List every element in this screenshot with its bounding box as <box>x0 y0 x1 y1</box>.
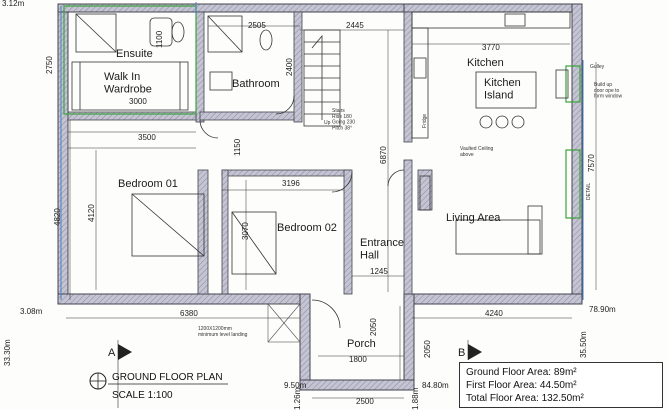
dim-2400: 2400 <box>285 58 294 76</box>
dim-1150: 1150 <box>233 138 242 156</box>
level-3-08m: 3.08m <box>20 307 43 316</box>
section-label-a: A <box>108 347 116 359</box>
floor-area-box: Ground Floor Area: 89m² First Floor Area… <box>459 362 663 408</box>
title-ground-floor-plan: GROUND FLOOR PLAN <box>112 372 223 383</box>
kitchen-fixtures <box>411 11 571 139</box>
bathroom-fixtures <box>207 15 273 91</box>
dim-7570: 7570 <box>587 154 596 172</box>
dimension-lines <box>66 25 597 399</box>
dim-3500: 3500 <box>138 133 156 142</box>
room-label-bathroom: Bathroom <box>232 78 280 90</box>
dim-2050-porch: 2050 <box>369 318 378 336</box>
note-fridge: Fridge <box>422 114 428 128</box>
section-marker-b <box>467 340 482 360</box>
room-label-ensuite: Ensuite <box>116 48 153 60</box>
ensuite-fixtures <box>71 13 189 111</box>
dim-3770: 3770 <box>482 43 500 52</box>
section-label-b: B <box>458 347 465 359</box>
dim-4240: 4240 <box>485 309 503 318</box>
level-35-50m: 35.50m <box>579 331 588 358</box>
level-84-80m: 84.80m <box>422 381 449 390</box>
level-1-88m: 1.88m <box>411 387 420 410</box>
note-up: Up <box>324 120 331 126</box>
dim-2505: 2505 <box>248 21 266 30</box>
highlight-lines <box>60 2 584 300</box>
first-floor-area: First Floor Area: 44.50m² <box>466 380 577 391</box>
dim-1245: 1245 <box>370 267 388 276</box>
dim-4120: 4120 <box>87 204 96 222</box>
level-9-50m: 9.50m <box>284 381 307 390</box>
section-marker-a <box>117 340 132 408</box>
dim-4820: 4820 <box>53 208 62 226</box>
title-block <box>89 372 228 390</box>
outer-walls <box>57 3 583 391</box>
dim-3000: 3000 <box>129 97 147 106</box>
dim-3196: 3196 <box>282 179 300 188</box>
dim-2750: 2750 <box>45 56 54 74</box>
beds <box>131 193 277 275</box>
dim-1800: 1800 <box>349 355 367 364</box>
dim-3070: 3070 <box>241 222 250 240</box>
level-78-90m: 78.90m <box>589 305 616 314</box>
porch-landing <box>267 303 301 343</box>
room-label-kitchen: Kitchen <box>467 57 504 69</box>
doors <box>199 95 405 329</box>
dim-2500: 2500 <box>356 397 374 406</box>
room-label-bedroom-02: Bedroom 02 <box>277 222 337 234</box>
note-detail: DETAIL <box>586 183 592 200</box>
level-1-26m: 1.26m <box>293 387 302 410</box>
room-label-bedroom-01: Bedroom 01 <box>118 178 178 190</box>
note-gulley: Gulley <box>590 64 605 70</box>
total-floor-area: Total Floor Area: 132.50m² <box>466 393 584 404</box>
dim-2445: 2445 <box>346 21 364 30</box>
level-33-30m: 33.30m <box>3 339 12 366</box>
living-fixtures <box>419 175 543 255</box>
internal-walls <box>67 11 433 295</box>
dim-1100: 1100 <box>155 30 164 48</box>
dim-6870: 6870 <box>379 146 388 164</box>
room-label-living-area: Living Area <box>446 212 501 224</box>
ground-floor-area: Ground Floor Area: 89m² <box>466 367 577 378</box>
dim-2050-side: 2050 <box>423 340 432 358</box>
title-scale: SCALE 1:100 <box>112 390 173 401</box>
dim-6380: 6380 <box>180 309 198 318</box>
dim-3-12m: 3.12m <box>2 0 25 8</box>
room-label-porch: Porch <box>347 338 376 350</box>
